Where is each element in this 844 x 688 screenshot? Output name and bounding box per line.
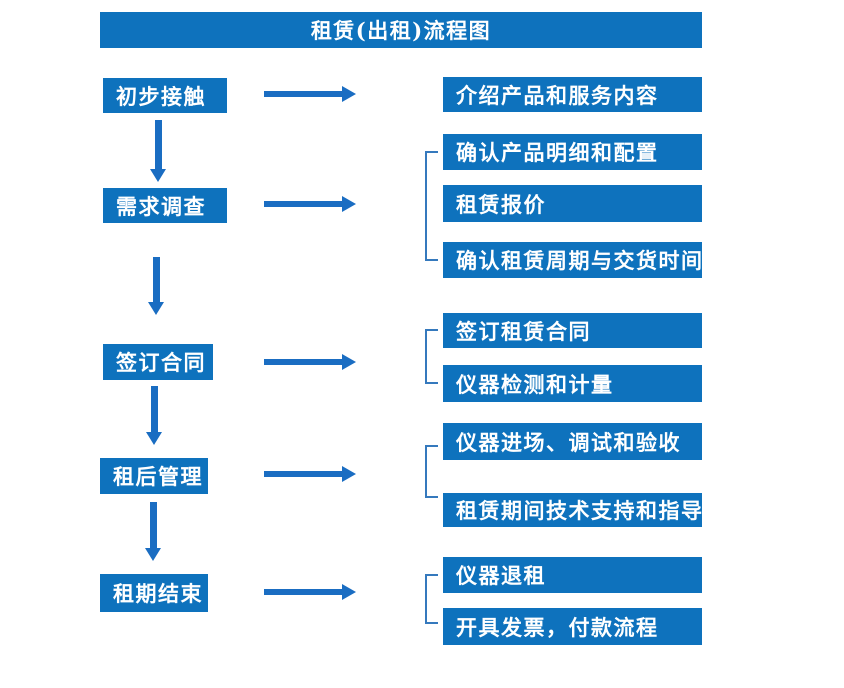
step-initial-contact: 初步接触 bbox=[103, 78, 227, 113]
detail-introduce-products: 介绍产品和服务内容 bbox=[443, 77, 702, 112]
detail-invoice-payment: 开具发票，付款流程 bbox=[443, 608, 702, 645]
right-arrow-2-icon bbox=[264, 196, 356, 212]
detail-instrument-setup: 仪器进场、调试和验收 bbox=[443, 423, 702, 460]
detail-instrument-return: 仪器退租 bbox=[443, 557, 702, 593]
detail-confirm-rental-period: 确认租赁周期与交货时间 bbox=[443, 242, 702, 278]
group-bracket-sign-contract bbox=[425, 329, 438, 384]
step-lease-end: 租期结束 bbox=[100, 574, 208, 612]
detail-instrument-inspection: 仪器检测和计量 bbox=[443, 365, 702, 402]
detail-confirm-product-config: 确认产品明细和配置 bbox=[443, 134, 702, 170]
down-arrow-3-icon bbox=[146, 386, 162, 445]
right-arrow-3-icon bbox=[264, 354, 356, 370]
step-sign-contract: 签订合同 bbox=[103, 344, 213, 380]
detail-rental-quotation: 租赁报价 bbox=[443, 185, 702, 222]
detail-sign-rental-contract: 签订租赁合同 bbox=[443, 313, 702, 348]
group-bracket-demand-survey bbox=[425, 151, 438, 261]
down-arrow-2-icon bbox=[148, 257, 164, 315]
right-arrow-5-icon bbox=[264, 584, 356, 600]
detail-technical-support: 租赁期间技术支持和指导 bbox=[443, 493, 702, 527]
down-arrow-4-icon bbox=[145, 502, 161, 561]
down-arrow-1-icon bbox=[150, 120, 166, 182]
group-bracket-post-management bbox=[425, 445, 438, 498]
flowchart-title: 租赁(出租)流程图 bbox=[100, 12, 702, 48]
step-post-rental-management: 租后管理 bbox=[100, 458, 208, 494]
step-demand-survey: 需求调查 bbox=[103, 188, 227, 223]
right-arrow-1-icon bbox=[264, 86, 356, 102]
right-arrow-4-icon bbox=[264, 466, 356, 482]
group-bracket-lease-end bbox=[425, 574, 438, 624]
